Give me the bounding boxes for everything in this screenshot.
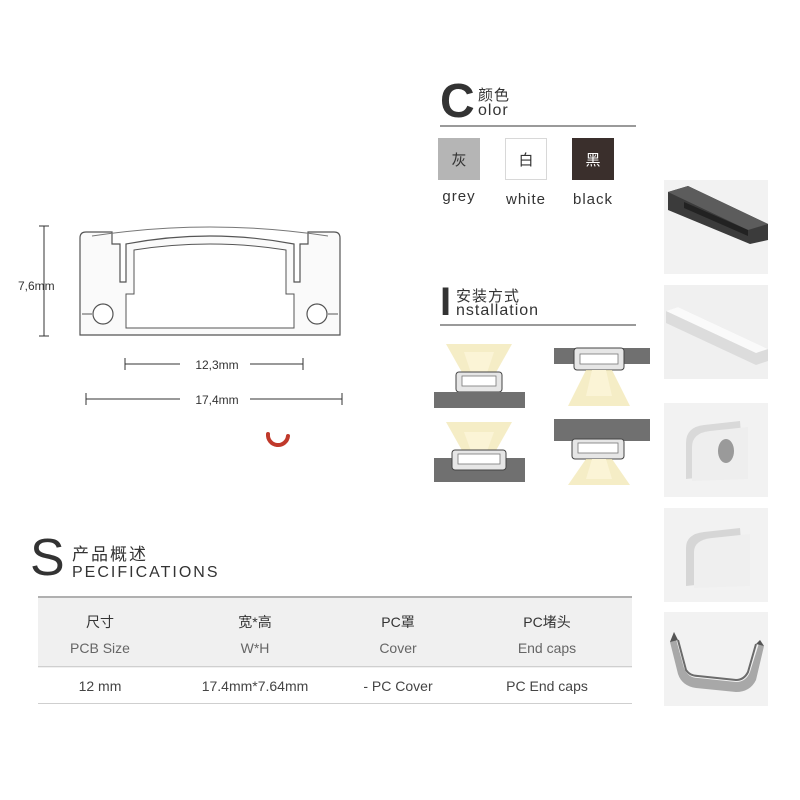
- install-recessed-up-diagram: [434, 422, 525, 482]
- spec-header-end-caps: PC堵头 End caps: [482, 612, 612, 656]
- swatch-white-label: white: [505, 191, 547, 208]
- black-profile-photo: [664, 180, 768, 274]
- spec-header-end-caps-en: End caps: [517, 640, 577, 656]
- swatch-grey: 灰: [438, 138, 480, 180]
- color-section-letter: C: [440, 75, 475, 128]
- spec-cell-pcb-size: 12 mm: [78, 678, 122, 694]
- spec-section-letter: S: [30, 529, 65, 587]
- spec-header-cover-cn: PC罩: [381, 614, 415, 630]
- color-section-rule: [440, 125, 636, 127]
- pc-cover-photo: [664, 285, 768, 379]
- spec-header-pcb-size: 尺寸 PCB Size: [40, 612, 160, 656]
- installation-title-en: nstallation: [456, 302, 540, 319]
- swatch-grey-label: grey: [442, 188, 476, 205]
- spec-header-wh: 宽*高 W*H: [190, 612, 320, 656]
- installation-section-rule: [440, 324, 636, 326]
- end-cap-with-hole-photo: [664, 403, 768, 497]
- color-section-title-en: olor: [478, 102, 509, 119]
- install-ceiling-down-diagram: [554, 347, 650, 406]
- spec-cell-wh: 17.4mm*7.64mm: [201, 678, 309, 694]
- inner-width-label: 12,3mm: [195, 358, 239, 372]
- end-cap-plain-photo: [664, 508, 768, 602]
- spec-section-title-cn: 产品概述: [72, 545, 148, 564]
- spec-section-title-en: PECIFICATIONS: [72, 564, 220, 581]
- red-arc-mark: [265, 432, 290, 447]
- swatch-grey-cn: 灰: [451, 151, 467, 169]
- spec-header-end-caps-cn: PC堵头: [523, 614, 571, 630]
- mounting-clip-photo: [664, 612, 768, 706]
- spec-table-bottom-rule: [38, 703, 632, 704]
- installation-title-cn: 安装方式: [456, 288, 521, 305]
- spec-header-pcb-size-cn: 尺寸: [86, 614, 114, 630]
- swatch-black: 黑: [572, 138, 614, 180]
- spec-header-wh-cn: 宽*高: [238, 614, 272, 630]
- install-surface-down-diagram: [554, 419, 650, 485]
- spec-table-header: [38, 596, 632, 668]
- swatch-black-cn: 黑: [585, 151, 601, 169]
- spec-header-cover-en: Cover: [379, 640, 417, 656]
- installation-section-letter: I: [440, 280, 452, 324]
- swatch-white-cn: 白: [518, 151, 534, 169]
- outer-width-label: 17,4mm: [195, 393, 239, 407]
- swatch-white: 白: [505, 138, 547, 180]
- swatch-black-label: black: [572, 191, 614, 208]
- install-surface-up-diagram: [434, 344, 525, 408]
- height-dimension-label: 7,6mm: [18, 279, 55, 293]
- spec-cell-end-caps: PC End caps: [506, 678, 588, 694]
- color-section-title-cn: 颜色: [478, 87, 511, 104]
- spec-header-wh-en: W*H: [240, 640, 270, 656]
- spec-header-cover: PC罩 Cover: [338, 612, 458, 656]
- spec-table-divider: [38, 666, 632, 667]
- spec-header-pcb-size-en: PCB Size: [70, 640, 130, 656]
- spec-cell-cover: - PC Cover: [363, 678, 433, 694]
